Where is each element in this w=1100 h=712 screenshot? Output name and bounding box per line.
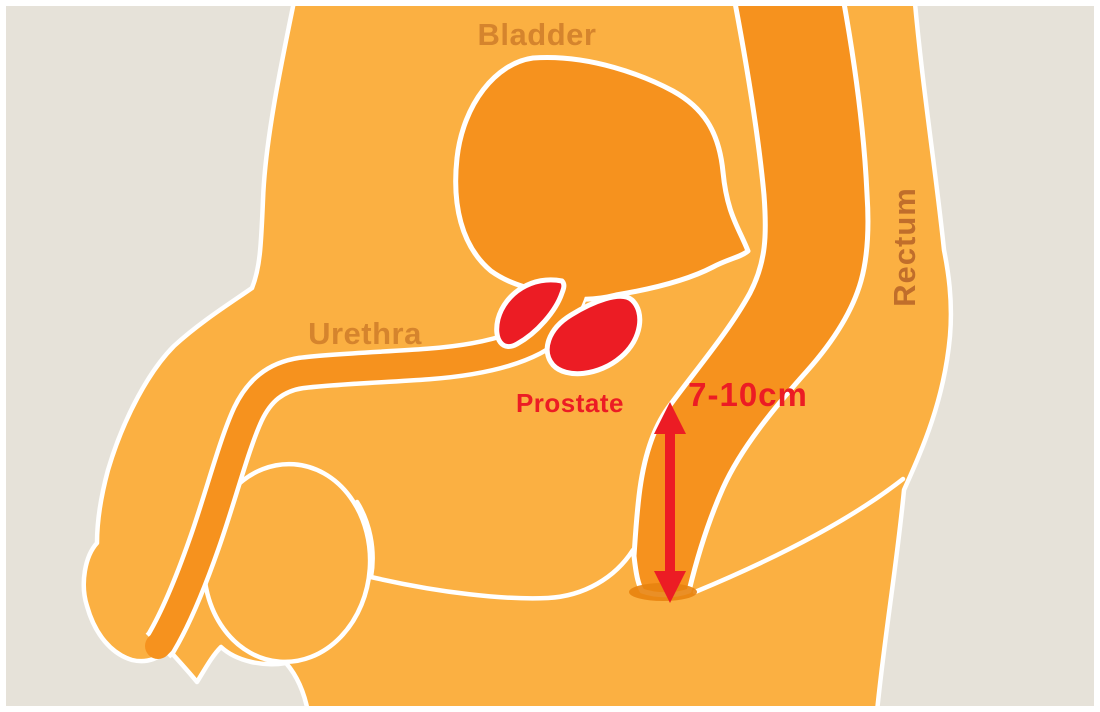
arrow-head-down	[654, 571, 686, 603]
measurement-arrow	[654, 402, 686, 603]
bladder-label: Bladder	[478, 17, 597, 52]
measurement-label: 7-10cm	[688, 376, 808, 413]
bladder-shape	[453, 55, 751, 302]
urethra-tube	[145, 265, 589, 659]
prostate-upper-lobe-shape	[494, 277, 567, 349]
anus-shading	[629, 583, 697, 601]
buttock-crease	[692, 476, 906, 595]
arrow-head-up	[654, 402, 686, 434]
perineum-crease	[368, 547, 636, 601]
rectum-label: Rectum	[887, 187, 922, 307]
prostate-label: Prostate	[516, 388, 624, 418]
urethra-label: Urethra	[308, 316, 422, 351]
scrotum-back-outline	[354, 499, 375, 580]
prostate-shape	[544, 293, 643, 377]
